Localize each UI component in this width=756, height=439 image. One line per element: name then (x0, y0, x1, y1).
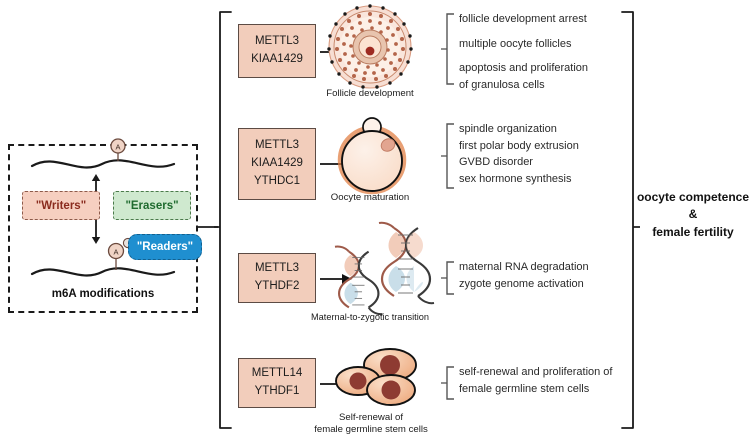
writers-text: "Writers" (35, 199, 87, 212)
outcome-list-row-1: follicle development arrest multiple ooc… (459, 11, 588, 94)
conclusion-line-2: & (688, 207, 698, 222)
m6a-modifications-panel (8, 144, 198, 313)
readers-label: "Readers" (128, 234, 202, 260)
outcome-item: maternal RNA degradation (459, 261, 589, 273)
gene-box-row-1: METTL3 KIAA1429 (238, 24, 316, 78)
main-left-bracket (214, 11, 232, 429)
stem-cells-icon (335, 348, 417, 406)
illustration-caption-row-1: Follicle development (326, 88, 414, 99)
outcome-item: multiple oocyte follicles (459, 37, 572, 50)
dna-helix-icon (334, 221, 435, 316)
conclusion-line-3: female fertility (652, 224, 734, 239)
conclusion-line-1: oocyte competence (636, 190, 750, 204)
writers-erasers-arrow-head-up (91, 174, 101, 181)
methyl-circle-bottom (107, 242, 125, 260)
outcome-item: zygote genome activation (459, 277, 584, 290)
gene-label: METTL3 (254, 139, 300, 152)
outcome-list-row-3: maternal RNA degradation zygote genome a… (459, 259, 589, 292)
illustration-caption-row-2: Oocyte maturation (330, 192, 410, 203)
gene-box-row-2: METTL3 KIAA1429 YTHDC1 (238, 128, 316, 200)
stem-cell-nucleus (349, 372, 367, 390)
outcome-item: spindle organization (459, 123, 557, 135)
outcome-item: follicle development arrest (459, 13, 587, 25)
gene-label: KIAA1429 (251, 157, 303, 170)
caption-line-2: female germline stem cells (314, 424, 428, 436)
gene-box-row-3: METTL3 YTHDF2 (238, 253, 316, 303)
outcome-item: first polar body extrusion (459, 139, 579, 152)
stem-cell-nucleus (380, 355, 400, 375)
erasers-label: "Erasers" (113, 191, 191, 220)
outcome-bracket-row-1 (441, 13, 454, 85)
outcome-bracket-row-3 (441, 261, 454, 295)
gene-label: YTHDC1 (253, 174, 300, 187)
oocyte-icon (337, 117, 407, 195)
outcome-item: GVBD disorder (459, 156, 533, 169)
gene-label: KIAA1429 (251, 53, 303, 65)
rna-strand-bottom (30, 267, 176, 277)
gene-label: METTL3 (254, 262, 300, 275)
methyl-label-bottom: A (113, 248, 118, 257)
dna-helix-lower (334, 245, 383, 316)
main-right-bracket (621, 11, 640, 429)
conclusion-text: oocyte competence & female fertility (634, 189, 752, 241)
outcome-list-row-2: spindle organization first polar body ex… (459, 121, 579, 188)
methyl-label-top: A (115, 142, 120, 151)
gene-box-row-4: METTL14 YTHDF1 (238, 358, 316, 408)
m6a-rna-schematic: A A (30, 138, 176, 277)
illustration-caption-row-4: Self-renewal of female germline stem cel… (296, 412, 446, 437)
outcome-item: sex hormone synthesis (459, 173, 572, 186)
methyl-circle-top (110, 138, 126, 154)
outcome-bracket-row-2 (441, 123, 454, 189)
gene-label: YTHDF1 (254, 385, 300, 397)
rna-strand-top (30, 159, 176, 169)
gene-label: YTHDF2 (254, 280, 300, 292)
gene-label: METTL14 (251, 367, 303, 380)
follicle-icon (327, 4, 413, 89)
outcome-item: female germline stem cells (459, 382, 590, 395)
gene-label: METTL3 (254, 35, 300, 48)
outcome-item: self-renewal and proliferation of (459, 366, 613, 378)
outcome-item: apoptosis and proliferation (459, 62, 589, 75)
spindle-spot (380, 138, 396, 152)
erasers-text: "Erasers" (125, 199, 179, 212)
writers-erasers-arrow-head-down (91, 237, 101, 244)
outcome-list-row-4: self-renewal and proliferation of female… (459, 364, 612, 397)
stem-cell-nucleus (381, 380, 401, 400)
writers-label: "Writers" (22, 191, 100, 220)
illustration-caption-row-3: Maternal-to-zygotic transition (311, 312, 429, 322)
caption-line-1: Self-renewal of (339, 412, 403, 423)
outcome-bracket-row-4 (441, 366, 454, 400)
outcome-item: of granulosa cells (459, 79, 545, 92)
readers-text: "Readers" (136, 241, 194, 253)
m6a-panel-caption: m6A modifications (51, 288, 155, 300)
dna-helix-upper (378, 221, 435, 305)
